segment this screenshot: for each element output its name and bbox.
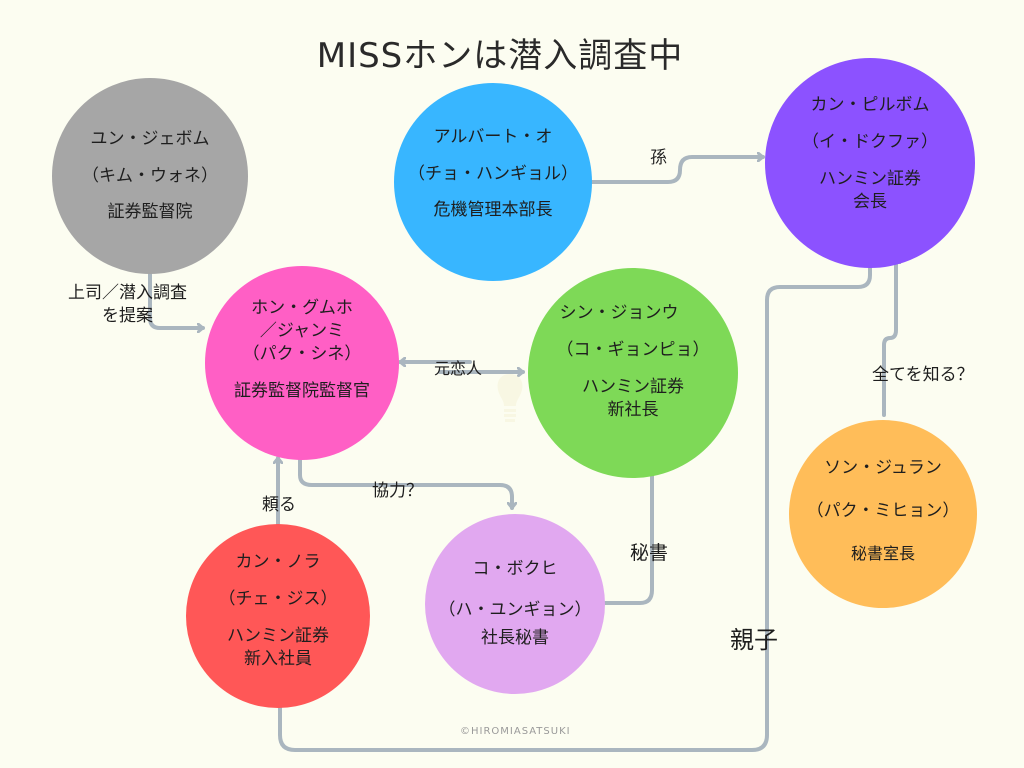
copyright-text: ©HIROMIASATSUKI xyxy=(460,726,571,737)
node-role: 社長秘書 xyxy=(481,628,549,649)
link-boss xyxy=(148,263,205,328)
node-role: ハンミン証券 xyxy=(582,377,684,397)
node-role: 秘書室長 xyxy=(850,544,915,564)
node-albert-oh[interactable]: アルバート・オ （チョ・ハンギョル） 危機管理本部長 xyxy=(394,83,592,281)
link-secretary xyxy=(603,466,652,605)
diagram-title: MISSホンは潜入調査中 xyxy=(316,36,684,76)
lightbulb-icon xyxy=(497,374,523,422)
node-actor: （キム・ウォネ） xyxy=(82,165,218,186)
label-boss-line1: 上司／潜入調査 xyxy=(68,283,187,303)
node-name: アルバート・オ xyxy=(433,126,553,147)
node-role: 証券監督院監督官 xyxy=(234,380,370,401)
node-role: 証券監督院 xyxy=(107,202,193,223)
link-parent-child xyxy=(280,260,872,752)
node-song-juran[interactable]: ソン・ジュラン （パク・ミヒョン） 秘書室長 xyxy=(789,420,977,608)
label-boss: 上司／潜入調査 を提案 xyxy=(68,282,187,328)
label-rely: 頼る xyxy=(262,495,296,515)
node-kang-pilbeom[interactable]: カン・ピルボム （イ・ドクファ） ハンミン証券 会長 xyxy=(765,58,975,268)
node-actor: （イ・ドクファ） xyxy=(802,132,938,153)
node-name: コ・ボクヒ xyxy=(472,558,558,579)
node-name: ホン・グムホ xyxy=(251,298,353,319)
label-grandson: 孫 xyxy=(650,148,667,168)
node-name: シン・ジョンウ xyxy=(559,303,679,324)
node-role: 危機管理本部長 xyxy=(433,200,553,221)
node-shin-jeongwoo[interactable]: シン・ジョンウ （コ・ギョンピョ） ハンミン証券 新社長 xyxy=(528,268,738,478)
node-role: ハンミン証券 xyxy=(227,626,329,646)
link-grandson xyxy=(590,157,765,184)
node-hong-geumbo[interactable]: ホン・グムホ ／ジャンミ （パク・シネ） 証券監督院監督官 xyxy=(205,266,399,460)
label-knows-all: 全てを知る？ xyxy=(872,365,974,385)
label-cooperate: 協力？ xyxy=(372,481,423,501)
node-name: カン・ノラ xyxy=(235,552,321,573)
node-go-bokhee[interactable]: コ・ボクヒ （ハ・ユンギョン） 社長秘書 xyxy=(425,514,605,694)
node-actor: （チョ・ハンギョル） xyxy=(408,163,578,184)
node-role: ハンミン証券 xyxy=(819,169,921,189)
label-secretary: 秘書 xyxy=(630,542,669,564)
node-role-2: 新入社員 xyxy=(244,648,312,669)
node-actor: （パク・ミヒョン） xyxy=(806,501,960,522)
node-actor: （コ・ギョンピョ） xyxy=(556,340,710,361)
node-name: ユン・ジェボム xyxy=(90,128,210,149)
node-name: カン・ピルボム xyxy=(810,95,930,116)
node-actor: （パク・シネ） xyxy=(242,344,362,364)
node-role-2: 新社長 xyxy=(607,399,659,420)
node-actor: （チェ・ジス） xyxy=(218,589,338,610)
node-kang-nora[interactable]: カン・ノラ （チェ・ジス） ハンミン証券 新入社員 xyxy=(186,524,370,708)
label-boss-line2: を提案 xyxy=(102,305,153,326)
link-knows-all xyxy=(882,256,896,417)
label-parent-child: 親子 xyxy=(730,626,778,654)
link-cooperate xyxy=(298,453,512,510)
node-yun-jaebom[interactable]: ユン・ジェボム （キム・ウォネ） 証券監督院 xyxy=(52,78,248,274)
label-ex-lover: 元恋人 xyxy=(434,359,483,378)
node-actor: （ハ・ユンギョン） xyxy=(438,599,592,620)
node-role-2: 会長 xyxy=(853,191,887,212)
node-name: ソン・ジュラン xyxy=(824,458,942,479)
node-name-2: ／ジャンミ xyxy=(259,321,345,342)
